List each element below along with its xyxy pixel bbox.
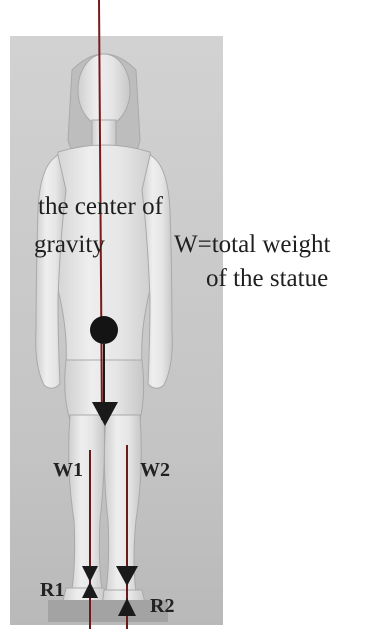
weight-label-line1: W=total weight xyxy=(174,232,330,257)
center-of-gravity-label-line2: gravity xyxy=(34,232,105,257)
center-of-gravity-marker xyxy=(90,316,118,344)
center-of-gravity-label-line1: the center of xyxy=(38,194,163,219)
r1-label: R1 xyxy=(40,580,64,600)
weight-label-line2: of the statue xyxy=(206,266,328,291)
w1-label: W1 xyxy=(53,460,83,480)
w2-label: W2 xyxy=(140,460,170,480)
r2-label: R2 xyxy=(150,596,174,616)
